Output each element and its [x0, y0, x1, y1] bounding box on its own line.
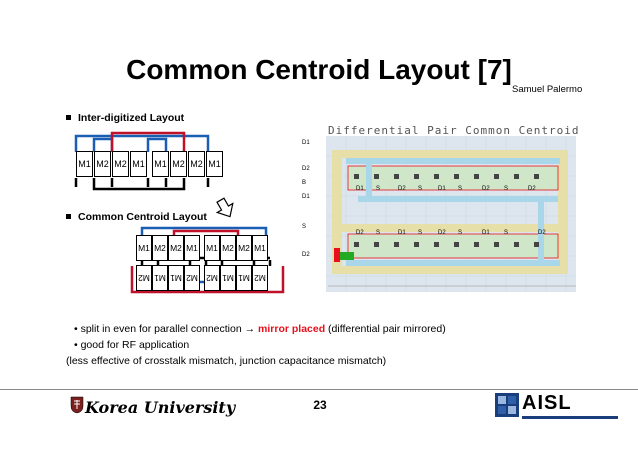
layout-label: D1: [356, 186, 364, 192]
bullet-square-icon: [66, 213, 71, 219]
note-line-3: (less effective of crosstalk mismatch, j…: [66, 355, 387, 367]
transistor-cell: M2: [152, 235, 168, 261]
korea-university-wordmark: Korea University: [85, 398, 236, 417]
black-net-line: [92, 178, 186, 191]
footer-divider: [0, 389, 638, 390]
transistor-cell: M1: [152, 265, 168, 291]
transistor-cell: M2: [188, 151, 205, 177]
layout-label: D2: [482, 186, 490, 192]
layout-label: S: [504, 186, 509, 192]
layout-label: D1: [300, 194, 312, 200]
bullet-interdigitized-label: Inter-digitized Layout: [78, 112, 185, 124]
layout-label: D1: [438, 186, 446, 192]
note-line-1-suffix: (differential pair mirrored): [325, 323, 446, 335]
aisl-emblem-icon: [495, 393, 519, 417]
transistor-cell: M2: [94, 151, 111, 177]
layout-label: D1: [482, 230, 490, 236]
transistor-cell: M2: [112, 151, 129, 177]
aisl-underline: [522, 416, 618, 419]
layout-label: D2: [398, 186, 406, 192]
arrow-icon: →: [244, 323, 256, 335]
bullet-common-centroid: Common Centroid Layout: [66, 211, 207, 223]
transistor-cell: M1: [76, 151, 93, 177]
transistor-cell: M2: [220, 235, 236, 261]
layout-label: S: [418, 230, 423, 236]
transistor-cell: M1: [130, 151, 147, 177]
transistor-cell: M2: [204, 265, 220, 291]
transistor-cell: M2: [170, 151, 187, 177]
interdigitized-wiring: [74, 131, 210, 191]
layout-label: S: [458, 230, 463, 236]
author-name: Samuel Palermo: [512, 84, 583, 95]
blue-net-line: [74, 134, 210, 152]
bullet-square-icon: [66, 114, 71, 120]
layout-label: D2: [438, 230, 446, 236]
transistor-cell: M1: [136, 235, 152, 261]
layout-label: D1: [398, 230, 406, 236]
layout-label: S: [376, 186, 381, 192]
transistor-cell: M1: [252, 235, 268, 261]
note-line-2: • good for RF application: [74, 339, 190, 351]
layout-drawing: [326, 136, 576, 292]
transistor-cell: M1: [206, 151, 223, 177]
down-arrow-icon: [215, 197, 234, 218]
red-net-line: [110, 131, 186, 152]
layout-label: S: [376, 230, 381, 236]
note-line-1: • split in even for parallel connection …: [74, 323, 446, 335]
black-net-stubs: [74, 178, 210, 187]
note-line-1-highlight: mirror placed: [258, 323, 326, 335]
layout-label: S: [458, 186, 463, 192]
transistor-cell: M1: [220, 265, 236, 291]
layout-label: D2: [528, 186, 536, 192]
bullet-common-centroid-label: Common Centroid Layout: [78, 211, 207, 223]
layout-label: S: [418, 186, 423, 192]
layout-figure: Differential Pair Common Centroid: [298, 124, 583, 294]
layout-figure-title: Differential Pair Common Centroid: [328, 124, 580, 137]
page-number: 23: [313, 398, 327, 412]
transistor-cell: M1: [236, 265, 252, 291]
layout-label: S: [504, 230, 509, 236]
transistor-cell: M1: [204, 235, 220, 261]
korea-university-crest-icon: [70, 396, 84, 414]
blue-net-branch-2: [146, 137, 168, 152]
transistor-cell: M1: [168, 265, 184, 291]
layout-label: S: [300, 224, 309, 230]
transistor-cell: M2: [136, 265, 152, 291]
slide-title: Common Centroid Layout [7]: [126, 54, 512, 85]
aisl-wordmark: AISL: [522, 392, 572, 414]
transistor-cell: M2: [252, 265, 268, 291]
layout-label: D2: [356, 230, 364, 236]
layout-label: D2: [300, 166, 312, 172]
transistor-cell: M2: [184, 265, 200, 291]
bullet-interdigitized: Inter-digitized Layout: [66, 112, 184, 124]
layout-label: B: [300, 180, 309, 186]
transistor-cell: M2: [168, 235, 184, 261]
transistor-cell: M2: [236, 235, 252, 261]
layout-label: D2: [300, 252, 312, 258]
layout-label: D1: [300, 140, 312, 146]
transistor-cell: M1: [152, 151, 169, 177]
note-line-1-prefix: • split in even for parallel connection: [74, 323, 245, 335]
transistor-cell: M1: [184, 235, 200, 261]
layout-label: D2: [538, 230, 546, 236]
